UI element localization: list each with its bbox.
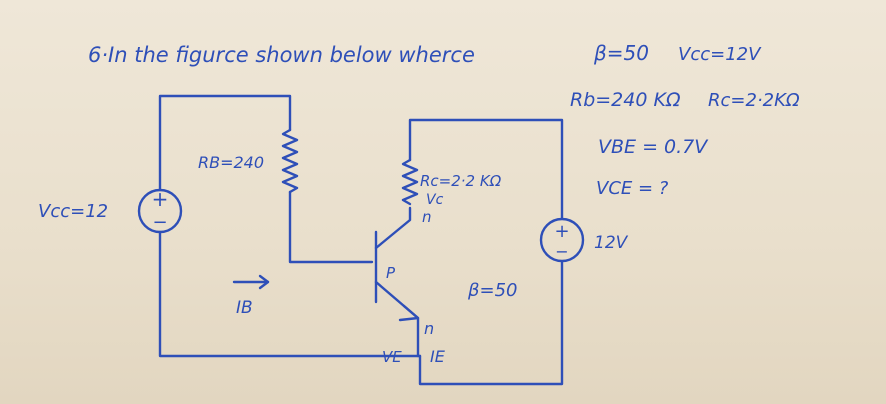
right-top-wire — [408, 118, 564, 220]
emitter-arrow-icon — [398, 304, 420, 322]
beta-label: β=50 — [467, 280, 517, 301]
vcc-plus-sign: + — [152, 187, 169, 211]
rb-given: Rb=240 KΩ — [570, 89, 681, 111]
ib-arrowhead-icon — [258, 274, 270, 290]
rb-label: RB=240 — [198, 153, 264, 172]
rc-given: Rc=2·2KΩ — [708, 90, 800, 111]
rb-resistor — [281, 128, 299, 194]
vc-label: Vc — [426, 192, 444, 208]
ie-label: IE — [430, 347, 446, 366]
base-wire — [288, 190, 374, 264]
right-bottom-wire — [418, 260, 564, 386]
vcc-given: Vcc=12V — [678, 44, 762, 65]
vcc-source-icon — [137, 188, 183, 234]
collector-wire — [374, 206, 412, 250]
vcc-source-label: Vcc=12 — [38, 201, 108, 222]
rc-resistor — [401, 158, 419, 206]
vce-given: VCE = ? — [596, 178, 669, 199]
emitter-type-label: n — [424, 319, 434, 338]
vbe-given: VBE = 0.7V — [598, 136, 709, 158]
left-top-wire — [158, 94, 292, 192]
beta-given: β=50 — [593, 41, 649, 65]
right-plus-sign: + — [554, 221, 569, 242]
base-type-label: P — [386, 264, 396, 282]
ib-label: IB — [236, 298, 253, 318]
rc-label: Rc=2·2 KΩ — [420, 172, 502, 190]
ve-label: VE — [382, 348, 402, 366]
collector-type-label: n — [422, 208, 432, 226]
left-bottom-wire — [158, 230, 422, 358]
right-source-label: 12V — [594, 233, 629, 253]
problem-heading: 6·In the figurce shown below wherce — [88, 43, 475, 67]
vcc-minus-sign: − — [152, 212, 167, 233]
right-minus-sign: − — [555, 242, 568, 261]
